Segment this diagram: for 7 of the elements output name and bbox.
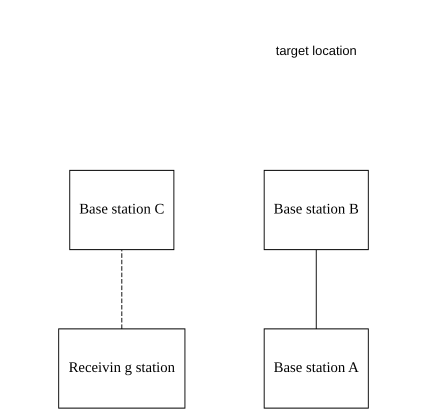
connector	[315, 249, 316, 330]
label: target location	[275, 42, 356, 58]
node-box: Base station B	[263, 170, 368, 250]
node-box: Receivin g station	[58, 328, 185, 409]
node-box: Base station C	[68, 170, 174, 250]
connector	[120, 249, 122, 330]
node-box: Base station A	[263, 328, 368, 409]
